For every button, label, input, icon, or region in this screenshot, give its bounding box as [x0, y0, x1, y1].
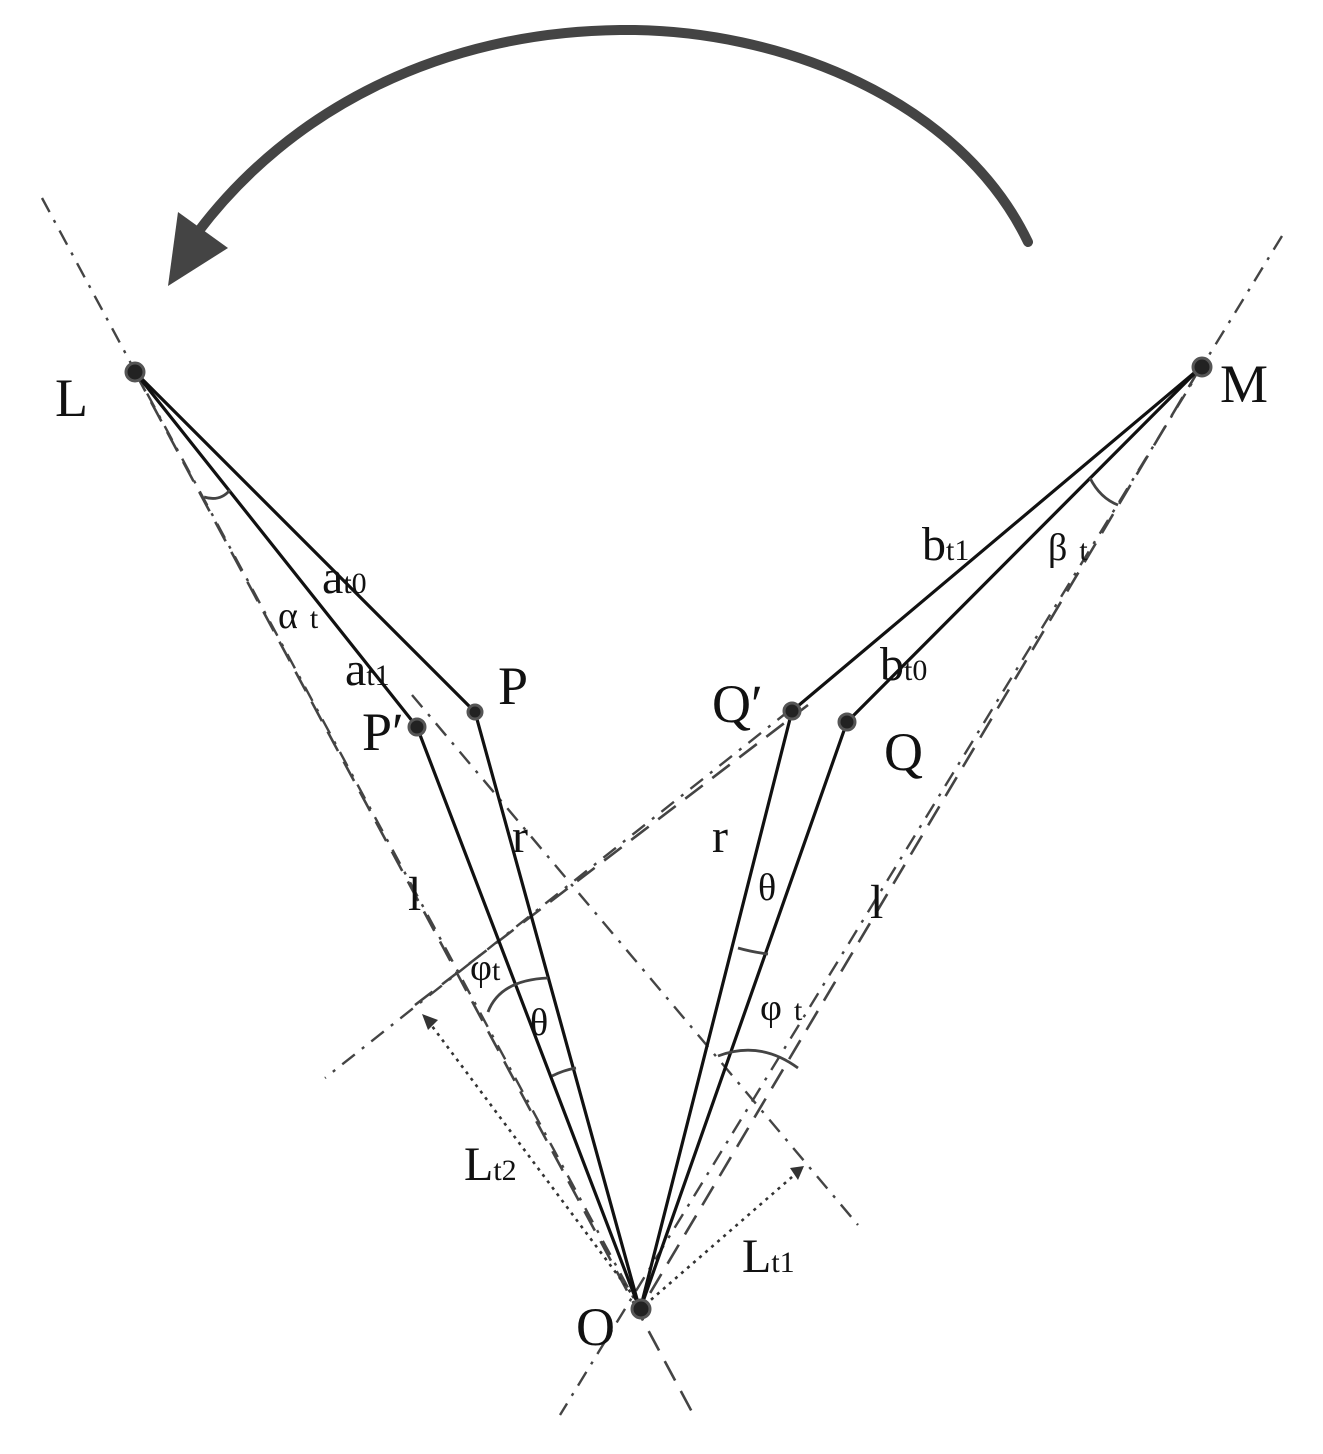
label-theta-left: θ — [530, 1002, 548, 1044]
point-P-marker — [466, 703, 484, 721]
construction-dashed-lines — [133, 367, 1202, 1413]
rotation-arrow-icon — [168, 24, 1033, 286]
label-phi-left: φt — [470, 947, 501, 989]
label-r-left: r — [512, 810, 528, 863]
label-a-t1: at1 — [345, 643, 390, 696]
construction-dashdot-lines — [40, 197, 1284, 1416]
label-l-left: l — [408, 868, 421, 921]
label-L-t2: Lt2 — [464, 1138, 517, 1191]
label-P-prime: P′ — [362, 702, 404, 762]
label-L-t1: Lt1 — [742, 1230, 795, 1283]
label-Q: Q — [884, 722, 923, 782]
point-L-marker — [124, 361, 146, 383]
label-b-t0: bt0 — [880, 638, 927, 691]
angle-arcs — [203, 477, 1119, 1078]
label-b-t1: bt1 — [922, 518, 969, 571]
label-L: L — [55, 368, 88, 428]
label-r-right: r — [712, 810, 728, 863]
label-l-right: l — [870, 876, 883, 929]
distance-arrows — [422, 1014, 804, 1306]
label-O: O — [576, 1297, 615, 1357]
solid-segments — [133, 366, 1202, 1312]
label-P: P — [498, 656, 528, 716]
point-Q-marker — [837, 712, 857, 732]
point-Q-prime-marker — [782, 701, 802, 721]
label-theta-right: θ — [758, 867, 776, 909]
points — [124, 356, 1213, 1320]
label-M: M — [1220, 354, 1268, 414]
label-a-t0: at0 — [322, 551, 367, 604]
label-Q-prime: Q′ — [712, 674, 763, 734]
point-P-prime-marker — [407, 717, 427, 737]
point-M-marker — [1191, 356, 1213, 378]
point-O-marker — [630, 1298, 652, 1320]
